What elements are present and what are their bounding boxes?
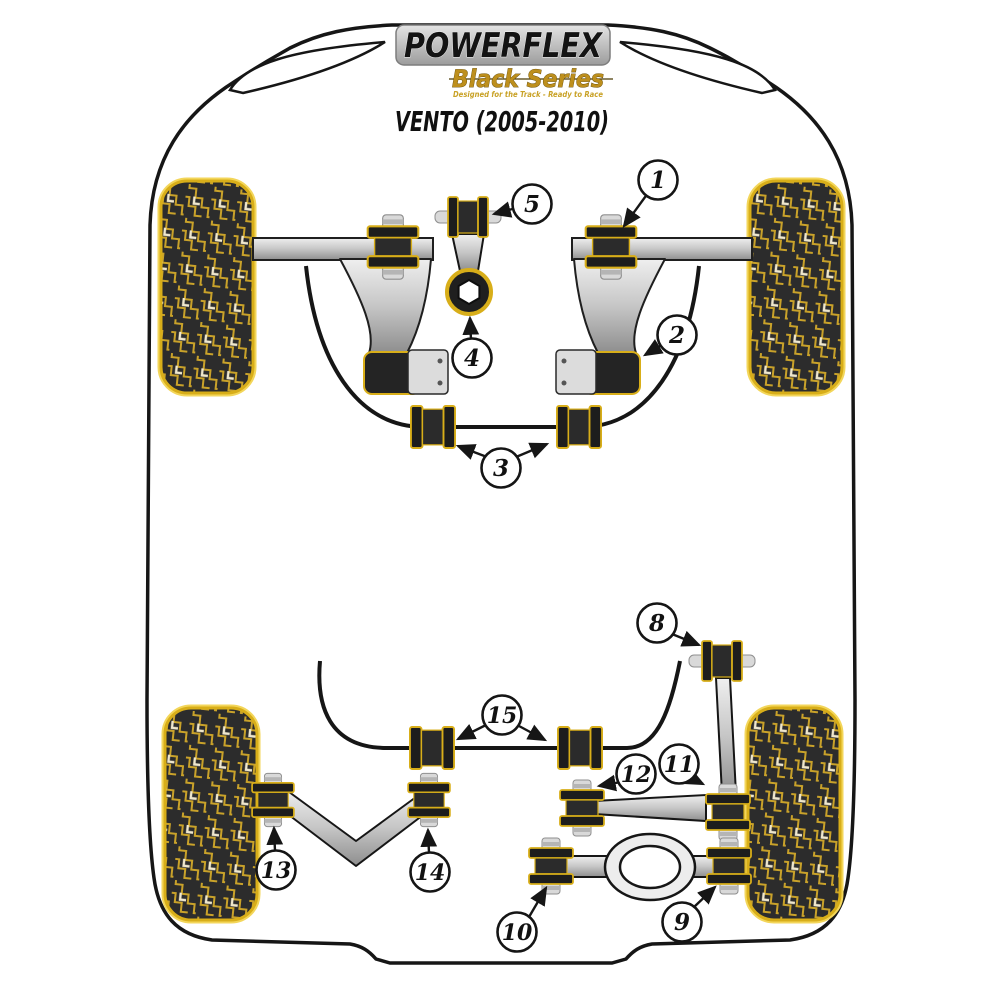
callout-10-arrow bbox=[527, 885, 548, 918]
callout-4-number: 4 bbox=[464, 345, 480, 372]
logo-plate bbox=[395, 24, 611, 66]
rear-lower-arm bbox=[528, 832, 752, 902]
callout-13-number: 13 bbox=[261, 858, 292, 884]
callout-3-arrow-left bbox=[455, 444, 488, 460]
callout-14: 14 bbox=[409, 851, 451, 893]
headlight-left-icon bbox=[228, 40, 386, 95]
callout-13: 13 bbox=[255, 849, 297, 891]
wheel-front-left bbox=[161, 181, 253, 393]
headlight-right-icon bbox=[619, 40, 777, 95]
callout-4-arrow bbox=[462, 315, 480, 341]
rear-tie-bar bbox=[251, 772, 451, 867]
bushing-front-arb-right bbox=[556, 405, 602, 449]
model-text: VENTO (2005-2010) bbox=[395, 105, 609, 138]
callout-9: 9 bbox=[661, 901, 703, 943]
callout-8-number: 8 bbox=[648, 610, 665, 637]
bushing-rear-arb-right bbox=[557, 726, 603, 770]
callout-9-number: 9 bbox=[674, 909, 690, 936]
callout-1: 1 bbox=[637, 159, 679, 201]
callout-3-number: 3 bbox=[493, 455, 509, 482]
wheel-front-right bbox=[750, 181, 842, 393]
callout-2: 2 bbox=[656, 314, 698, 356]
callout-3: 3 bbox=[480, 447, 522, 489]
bushing-front-right-lower bbox=[555, 349, 641, 395]
front-left-control-arm bbox=[252, 213, 449, 395]
wheel-rear-right bbox=[748, 708, 840, 920]
callout-3-arrow-right bbox=[515, 442, 550, 459]
series-text: Black Series bbox=[452, 65, 604, 93]
callout-11-number: 11 bbox=[664, 752, 695, 778]
callout-5-number: 5 bbox=[524, 191, 540, 218]
wheel-rear-left bbox=[165, 708, 257, 920]
front-right-control-arm bbox=[555, 213, 753, 395]
engine-mount bbox=[434, 196, 502, 316]
callout-14-arrow bbox=[420, 827, 438, 854]
brand-logo: POWERFLEX Black Series Designed for the … bbox=[395, 24, 613, 138]
callout-8-arrow bbox=[671, 630, 702, 647]
callout-10-number: 10 bbox=[502, 920, 533, 946]
bushing-front-arb-left bbox=[410, 405, 456, 449]
callout-15-arrow-right bbox=[518, 724, 548, 742]
tagline-text: Designed for the Track - Ready to Race bbox=[453, 89, 603, 99]
callout-labels: 1 2 3 4 5 8 9 10 bbox=[255, 159, 703, 953]
callout-1-number: 1 bbox=[650, 167, 666, 194]
bushing-rear-arb-left bbox=[409, 726, 455, 770]
callout-14-number: 14 bbox=[415, 860, 446, 886]
callout-8: 8 bbox=[636, 602, 678, 644]
brand-text: POWERFLEX bbox=[404, 26, 604, 66]
callout-10: 10 bbox=[496, 911, 538, 953]
callout-12-number: 12 bbox=[621, 762, 652, 788]
callout-4: 4 bbox=[451, 337, 493, 379]
callout-15-arrow-left bbox=[455, 723, 487, 741]
callout-15-number: 15 bbox=[487, 703, 518, 729]
callout-5: 5 bbox=[511, 183, 553, 225]
callout-2-number: 2 bbox=[668, 322, 685, 349]
callout-9-arrow bbox=[692, 885, 717, 909]
rear-upper-arm bbox=[559, 779, 751, 841]
callout-12: 12 bbox=[615, 753, 657, 795]
callout-1-arrow bbox=[622, 192, 649, 228]
callout-15: 15 bbox=[481, 694, 523, 736]
bushing-front-left-lower bbox=[363, 349, 449, 395]
callout-11: 11 bbox=[658, 743, 700, 785]
callout-13-arrow bbox=[266, 825, 284, 852]
rear-anti-roll-bar bbox=[317, 660, 682, 750]
